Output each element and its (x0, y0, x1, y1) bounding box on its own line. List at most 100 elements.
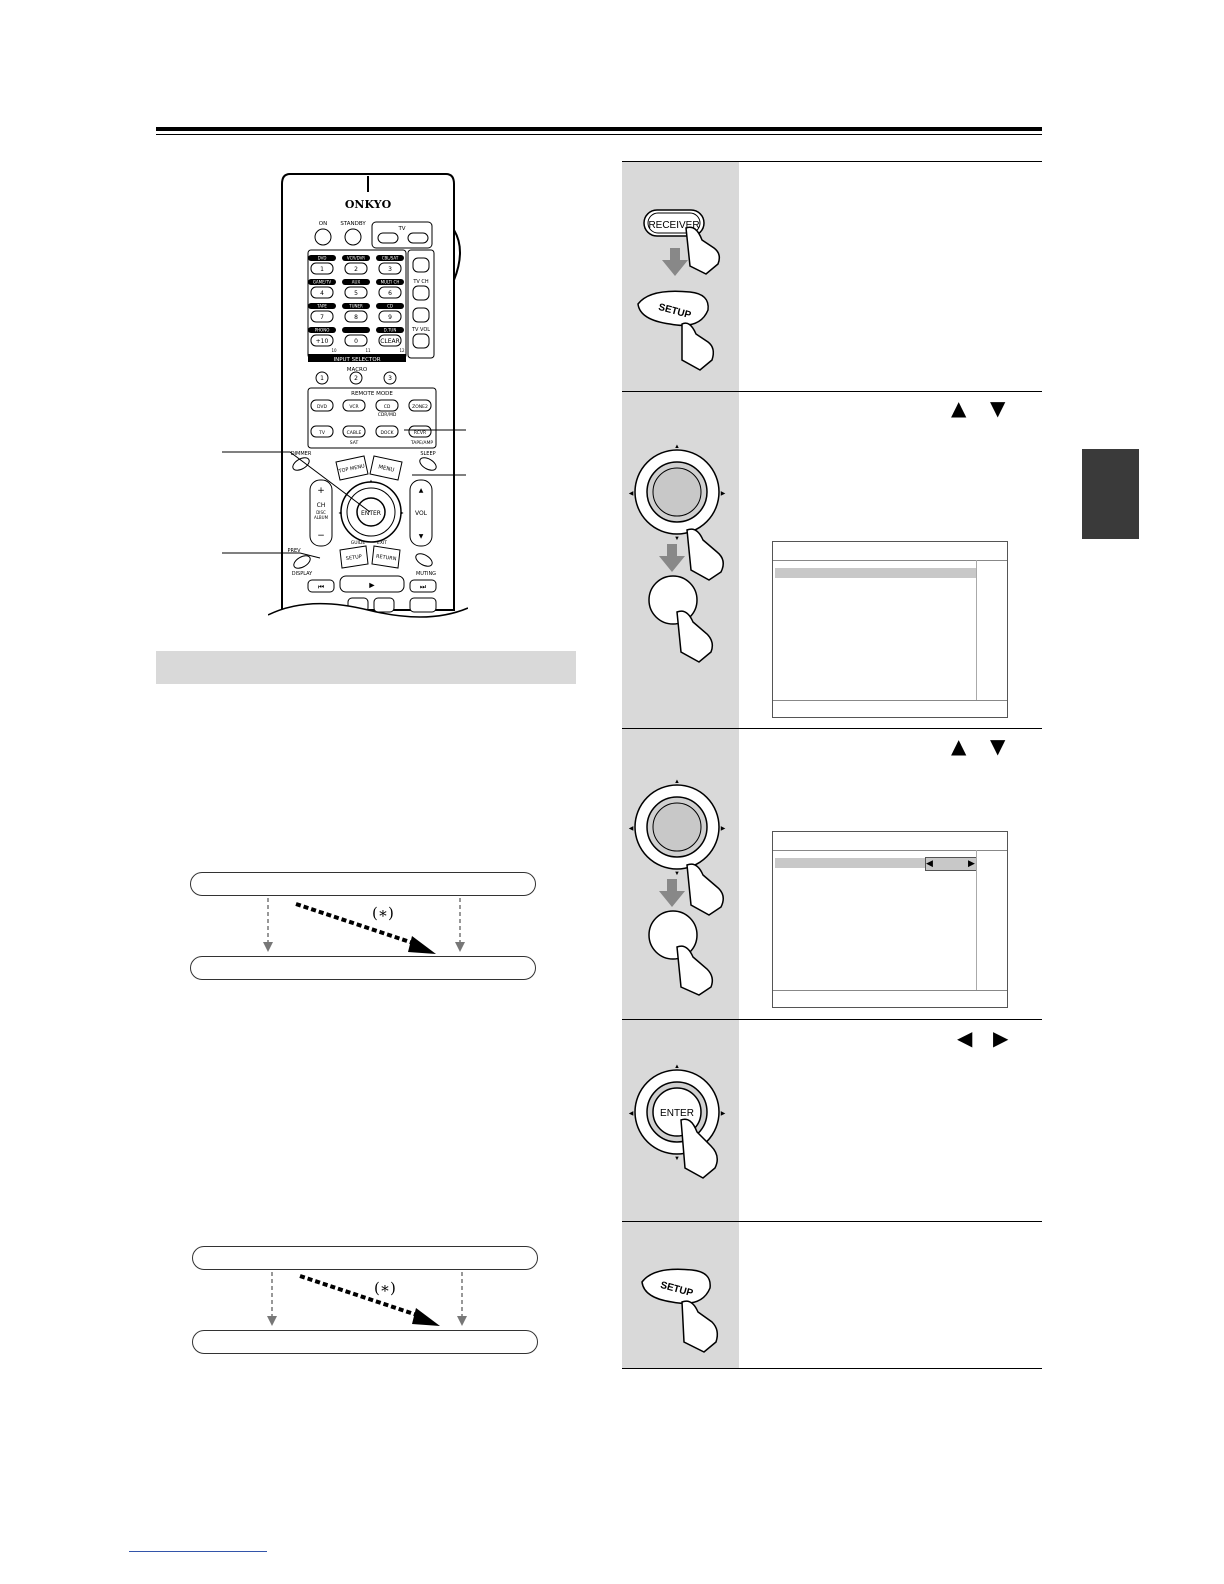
step5-illustration: SETUP (641, 1268, 719, 1353)
return-button[interactable] (371, 545, 401, 569)
remote-enter-button[interactable] (356, 497, 386, 527)
number-key-label: +10 (316, 338, 329, 345)
sleep-button[interactable] (418, 455, 439, 473)
number-key[interactable] (310, 334, 334, 347)
number-key[interactable] (310, 286, 334, 299)
top-menu-button[interactable] (335, 455, 369, 481)
svg-text:▲: ▲ (674, 1064, 680, 1070)
source-label-bg (376, 303, 404, 309)
macro-2-button[interactable] (349, 371, 363, 385)
header-rule (156, 127, 1042, 131)
play-button[interactable] (339, 575, 405, 593)
step2-osd-highlight (775, 568, 977, 578)
tv-ch-up[interactable] (412, 257, 430, 273)
number-key[interactable] (378, 262, 402, 275)
remote-mode-key-label: RCVR (414, 430, 426, 436)
vol-rocker[interactable] (409, 479, 433, 547)
number-key-label: 2 (354, 266, 358, 273)
top-menu-label: TOP MENU (337, 463, 365, 475)
step4-right-arrow: ▶ (993, 1026, 1009, 1050)
step3-osd-left-arrow: ◀ (926, 858, 933, 868)
step5-setup-button[interactable] (641, 1268, 711, 1305)
number-key[interactable] (310, 310, 334, 323)
remote-enter-label: ENTER (361, 510, 381, 517)
number-key[interactable] (378, 286, 402, 299)
tv-power-button[interactable] (377, 232, 399, 244)
dimmer-button[interactable] (291, 455, 312, 473)
step4-enter-label: ENTER (660, 1108, 694, 1119)
remote-mode-key[interactable] (310, 399, 334, 412)
source-label-bg (308, 255, 336, 261)
number-key[interactable] (344, 310, 368, 323)
sat-label: SAT (350, 440, 359, 446)
macro-3-button[interactable] (383, 371, 397, 385)
step2-down-arrow: ▼ (990, 396, 1006, 420)
on-button[interactable] (314, 228, 332, 246)
number-key[interactable] (344, 334, 368, 347)
remote-mode-key[interactable] (408, 399, 432, 412)
remote-mode-key[interactable] (408, 425, 432, 438)
tv-ch-down[interactable] (412, 285, 430, 301)
svg-text:▼: ▼ (419, 533, 424, 540)
remote-mode-key-label: CABLE (347, 430, 362, 436)
footer-link-underline[interactable] (129, 1551, 267, 1552)
remote-brand: ONKYO (345, 198, 392, 211)
source-label-bg (376, 327, 404, 333)
menu-button[interactable] (369, 455, 403, 481)
remote-illustration: ONKYO ON STANDBY TV DVD1VCR/DVR2CBL/SAT3… (268, 173, 468, 630)
ch-rocker[interactable] (309, 479, 333, 547)
source-label-bg (342, 303, 370, 309)
number-key-label: 0 (354, 338, 358, 345)
macro-1-button[interactable] (315, 371, 329, 385)
number-key-label: CLEAR (380, 338, 400, 345)
number-key[interactable] (378, 334, 402, 347)
number-key[interactable] (310, 262, 334, 275)
standby-label: STANDBY (340, 221, 366, 227)
step3-osd-highlight (775, 858, 925, 868)
svg-text:▶: ▶ (721, 826, 726, 832)
input-selector-label: INPUT SELECTOR (333, 357, 380, 363)
macro-3-label: 3 (388, 375, 392, 382)
remote-mode-key[interactable] (375, 425, 399, 438)
step3-up-arrow: ▲ (951, 734, 967, 758)
step3-down-arrow: ▼ (990, 734, 1006, 758)
svg-text:▶: ▶ (721, 1111, 726, 1117)
standby-button[interactable] (344, 228, 362, 246)
svg-text:▼: ▼ (674, 1156, 680, 1162)
number-sublabel: 10 (331, 348, 337, 353)
exit-label: EXIT (377, 540, 387, 546)
svg-text:▶: ▶ (400, 510, 404, 515)
remote-mode-key-label: CD (384, 404, 391, 410)
flow1-top-pill (190, 872, 536, 896)
number-key[interactable] (378, 310, 402, 323)
muting-side-button[interactable] (414, 551, 435, 569)
next-track-button[interactable] (409, 579, 437, 593)
remote-setup-label: SETUP (345, 554, 362, 562)
source-label-bg (342, 279, 370, 285)
source-label: PHONO (315, 328, 330, 333)
tv-vol-up[interactable] (412, 307, 430, 323)
prev-track-button[interactable] (307, 579, 335, 593)
return-label: RETURN (376, 554, 397, 563)
source-label: GAME/TV (313, 280, 332, 285)
remote-mode-key[interactable] (375, 399, 399, 412)
number-key[interactable] (344, 262, 368, 275)
header-rule-thin (156, 134, 1042, 135)
setup-button[interactable] (637, 290, 709, 327)
tv-input-button[interactable] (407, 232, 429, 244)
prev-label: PREV (287, 548, 301, 554)
step2-illustration: ▲ ◀ ▶ ▼ (629, 444, 726, 663)
remote-mode-key[interactable] (342, 399, 366, 412)
chapter-tab (1082, 449, 1139, 539)
remote-mode-key[interactable] (310, 425, 334, 438)
source-label: TUNER (348, 304, 363, 309)
number-key-label: 1 (320, 266, 324, 273)
prev-button[interactable] (292, 553, 313, 571)
flow2-arrows (267, 1272, 467, 1326)
step4-left-arrow: ◀ (957, 1026, 973, 1050)
tv-vol-down[interactable] (412, 333, 430, 349)
number-key[interactable] (344, 286, 368, 299)
remote-setup-button[interactable] (339, 545, 369, 569)
remote-mode-key[interactable] (342, 425, 366, 438)
